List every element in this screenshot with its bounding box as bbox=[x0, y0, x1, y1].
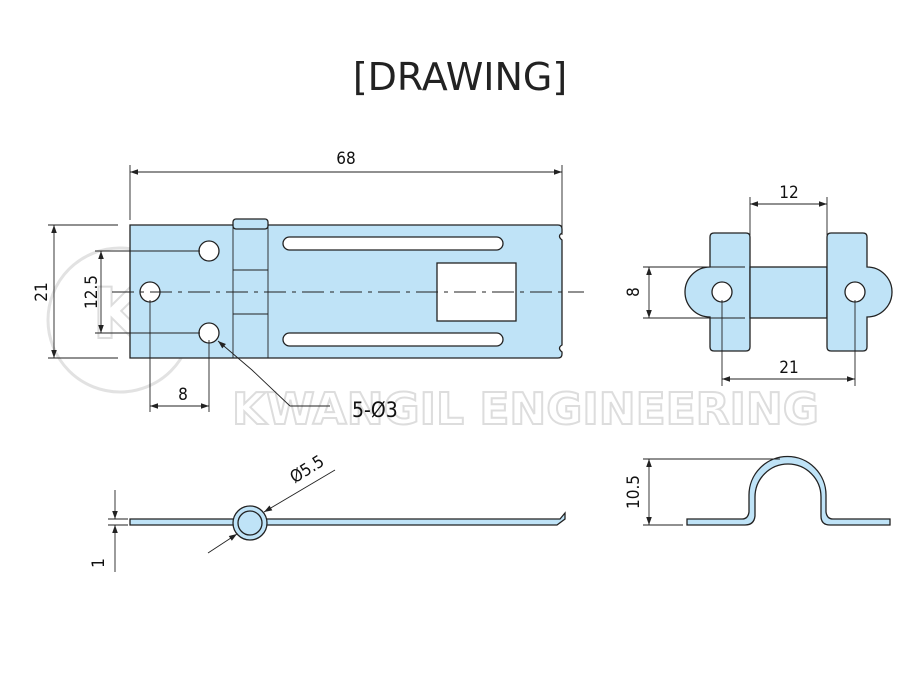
dim-label-holes: 5-Ø3 bbox=[352, 398, 398, 422]
dim-label-staple-12: 12 bbox=[779, 183, 798, 203]
dim-label-staple-height: 10.5 bbox=[624, 475, 644, 509]
dim-label-staple-21: 21 bbox=[779, 358, 798, 378]
dimension-staple-21: 21 bbox=[721, 300, 856, 386]
watermark: K KWANGIL ENGINEERING bbox=[46, 246, 820, 436]
dim-label-12-5: 12.5 bbox=[82, 275, 102, 309]
watermark-text: KWANGIL ENGINEERING bbox=[232, 384, 819, 435]
dim-label-8: 8 bbox=[178, 385, 188, 405]
staple-top-view bbox=[684, 232, 893, 352]
page-title: [DRAWING] bbox=[353, 55, 567, 99]
dimension-thickness: 1 bbox=[89, 490, 128, 572]
dim-label-pin-diameter: Ø5.5 bbox=[287, 452, 328, 488]
dimension-staple-8: 8 bbox=[624, 266, 745, 319]
dim-label-staple-8: 8 bbox=[624, 287, 644, 297]
dim-label-68: 68 bbox=[336, 149, 355, 169]
dimension-21: 21 bbox=[32, 224, 118, 359]
dimension-68: 68 bbox=[129, 149, 563, 235]
dimension-12-5: 12.5 bbox=[82, 250, 200, 334]
dimension-pin-diameter: Ø5.5 bbox=[207, 452, 336, 554]
dim-label-21: 21 bbox=[32, 282, 52, 301]
staple-side-view bbox=[686, 455, 891, 526]
dimension-staple-height: 10.5 bbox=[624, 458, 780, 526]
dimension-staple-12: 12 bbox=[749, 183, 828, 235]
holes-callout: 5-Ø3 bbox=[217, 340, 398, 422]
hasp-top-view bbox=[112, 218, 584, 359]
dim-label-thickness: 1 bbox=[89, 558, 109, 568]
hasp-side-view bbox=[129, 505, 566, 541]
dimension-8: 8 bbox=[149, 300, 210, 412]
